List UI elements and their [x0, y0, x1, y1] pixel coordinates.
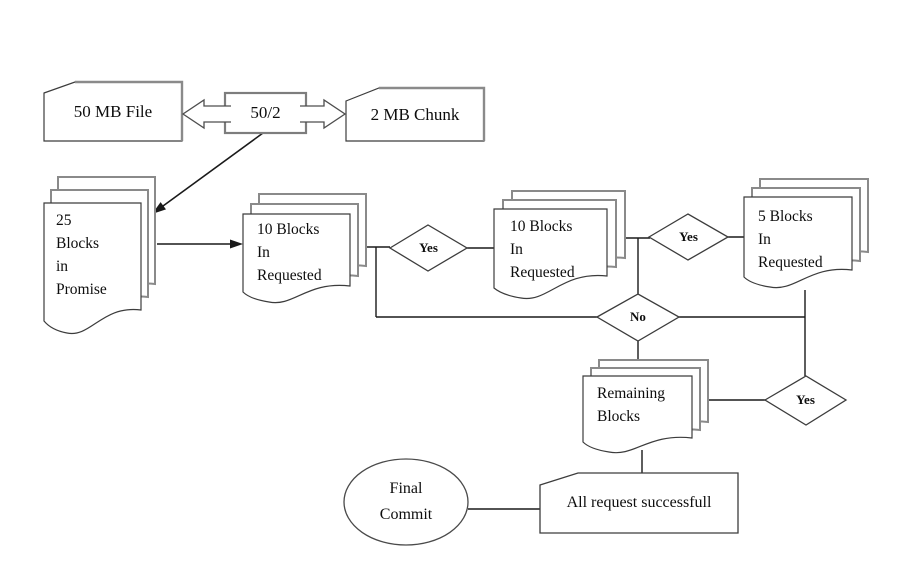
split-box-label: 50/2 [250, 103, 281, 122]
request10-b-line-2: In [510, 241, 523, 258]
arrowhead [230, 239, 243, 249]
request10-a-label: 10 Blocks In Requested [257, 218, 322, 287]
decision-4-diamond [763, 375, 848, 426]
doc-page-front [493, 208, 608, 300]
final-commit-line-1: Final [389, 480, 423, 497]
file-card [43, 80, 184, 142]
doc-page-front [43, 202, 142, 335]
block-arrow-left [181, 98, 231, 130]
split-box [223, 91, 308, 135]
request5-line-2: In [758, 231, 771, 248]
success-card-label: All request successfull [566, 494, 712, 511]
block-arrow-right [300, 98, 347, 130]
promise-line-3: in [56, 258, 69, 275]
request10-b-line-1: 10 Blocks [510, 218, 573, 235]
connector-lines [366, 236, 806, 510]
doc-page-front [743, 196, 853, 289]
promise-line-2: Blocks [56, 235, 100, 252]
promise-to-request-arrow [157, 239, 243, 249]
remaining-multidoc [582, 359, 709, 454]
request10-b-multidoc [493, 190, 626, 300]
chunk-card [345, 86, 486, 142]
remaining-label: Remaining Blocks [597, 382, 665, 428]
remaining-line-1: Remaining [597, 385, 666, 402]
request5-label: 5 Blocks In Requested [758, 205, 823, 274]
request10-a-line-3: Requested [257, 267, 322, 284]
decision-2-label: Yes [679, 229, 698, 244]
decision-2-diamond [647, 213, 730, 261]
request10-b-label: 10 Blocks In Requested [510, 215, 575, 284]
file-card-label: 50 MB File [73, 101, 153, 121]
final-commit-label: Final Commit [344, 459, 468, 545]
request5-line-3: Requested [758, 254, 823, 271]
promise-line-1: 25 [56, 212, 72, 229]
final-commit-ellipse [343, 458, 469, 546]
request10-b-line-3: Requested [510, 264, 575, 281]
request10-a-line-2: In [257, 244, 270, 261]
request5-multidoc [743, 178, 869, 289]
chunk-card-label: 2 MB Chunk [370, 104, 460, 124]
split-to-promise-arrow [152, 132, 264, 214]
decision-4-label: Yes [796, 392, 815, 407]
decision-1-label: Yes [419, 240, 438, 255]
request10-a-multidoc [242, 193, 367, 304]
request10-a-line-1: 10 Blocks [257, 221, 320, 238]
final-commit-line-2: Commit [379, 506, 433, 523]
remaining-line-2: Blocks [597, 408, 641, 425]
doc-page-front [242, 213, 351, 304]
promise-multidoc [43, 176, 156, 335]
promise-doc-label: 25 Blocks in Promise [56, 209, 107, 301]
request5-line-1: 5 Blocks [758, 208, 813, 225]
decision-3-label: No [630, 309, 646, 324]
success-card [539, 472, 739, 534]
decision-1-diamond [388, 224, 469, 272]
promise-line-4: Promise [56, 281, 107, 298]
doc-page-front [582, 375, 693, 454]
decision-3-diamond [595, 293, 681, 342]
